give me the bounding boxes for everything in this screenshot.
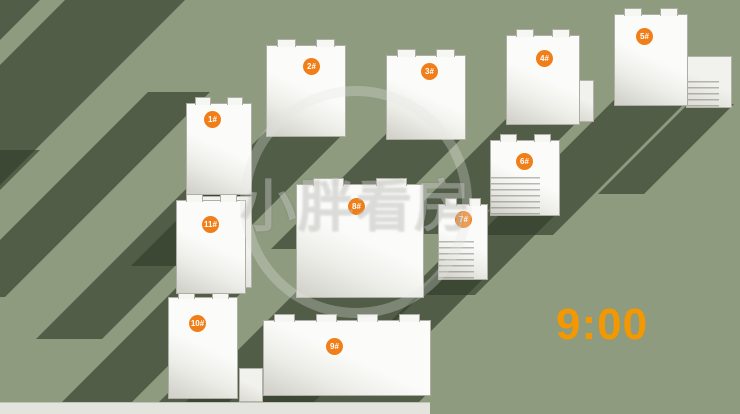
- building-number-badge: 7#: [455, 211, 472, 228]
- rooftop-structure: [660, 8, 678, 16]
- rooftop-structure: [469, 198, 481, 206]
- rooftop-structure: [445, 198, 457, 206]
- rooftop-structure: [219, 194, 237, 202]
- building-number-badge: 1#: [204, 111, 221, 128]
- rooftop-structure: [375, 178, 408, 186]
- rooftop-structure: [315, 39, 336, 47]
- structure: [578, 80, 594, 122]
- building-number-badge: 2#: [303, 58, 320, 75]
- building-6: 6#: [490, 134, 560, 216]
- building-number-badge: 3#: [421, 63, 438, 80]
- building-number-badge: 8#: [348, 198, 365, 215]
- rooftop-structure: [312, 178, 345, 186]
- building-1: 1#: [186, 97, 252, 195]
- rooftop-structure: [185, 194, 203, 202]
- rooftop-structure: [516, 29, 534, 37]
- rooftop-structure: [435, 49, 456, 57]
- building-8: 8#: [296, 178, 424, 298]
- building-number-badge: 6#: [516, 153, 533, 170]
- building-number-badge: 11#: [202, 216, 219, 233]
- structure: [239, 368, 263, 402]
- road-strip: [0, 402, 430, 414]
- building-number-badge: 10#: [189, 315, 206, 332]
- rooftop-structure: [357, 314, 379, 322]
- rooftop-structure: [398, 314, 420, 322]
- rooftop-structure: [396, 49, 417, 57]
- building-number-badge: 9#: [326, 338, 343, 355]
- building-11: 11#: [176, 194, 246, 294]
- rooftop-structure: [195, 97, 211, 105]
- clock-time: 9:00: [556, 300, 649, 349]
- rooftop-structure: [315, 314, 337, 322]
- building-3: 3#: [386, 49, 466, 140]
- building-7: 7#: [438, 198, 488, 280]
- rooftop-structure: [499, 134, 517, 142]
- building-2: 2#: [266, 39, 346, 137]
- rooftop-structure: [552, 29, 570, 37]
- building-5: 5#: [614, 8, 688, 106]
- structure: [686, 56, 732, 108]
- building-number-badge: 5#: [636, 28, 653, 45]
- building-9: 9#: [263, 314, 431, 396]
- building-10: 10#: [168, 291, 238, 399]
- rooftop-structure: [227, 97, 243, 105]
- building-4: 4#: [506, 29, 580, 125]
- rooftop-structure: [274, 314, 296, 322]
- rooftop-structure: [533, 134, 551, 142]
- rooftop-structure: [624, 8, 642, 16]
- rooftop-structure: [276, 39, 297, 47]
- building-number-badge: 4#: [536, 50, 553, 67]
